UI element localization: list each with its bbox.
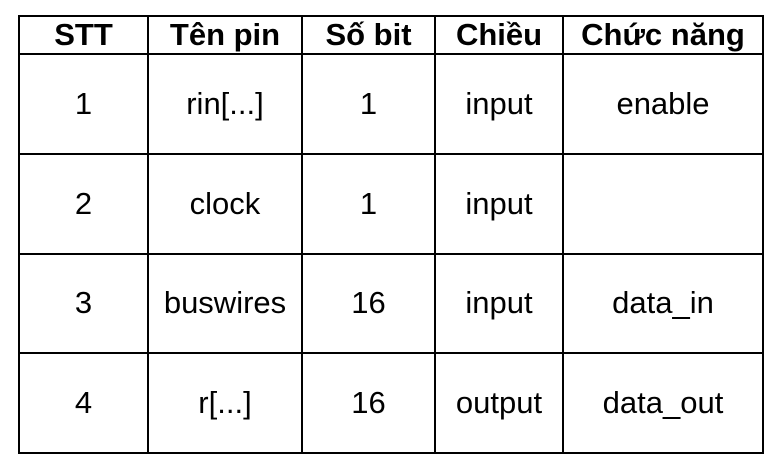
cell-function: enable <box>562 53 764 155</box>
cell-direction: input <box>434 252 564 355</box>
table-row: 3 buswires 16 input data_in <box>18 252 764 355</box>
header-pin-name: Tên pin <box>147 15 303 55</box>
cell-direction: output <box>434 352 564 454</box>
cell-pin-name: rin[...] <box>147 53 303 155</box>
cell-direction: input <box>434 152 564 255</box>
cell-pin-name: buswires <box>147 252 303 355</box>
pin-table: STT Tên pin Số bit Chiều Chức năng 1 rin… <box>18 15 764 454</box>
cell-bit-count: 1 <box>301 152 436 255</box>
cell-stt: 4 <box>18 352 149 454</box>
cell-bit-count: 16 <box>301 352 436 454</box>
cell-bit-count: 1 <box>301 53 436 155</box>
header-direction: Chiều <box>434 15 564 55</box>
cell-stt: 1 <box>18 53 149 155</box>
cell-bit-count: 16 <box>301 252 436 355</box>
cell-stt: 2 <box>18 152 149 255</box>
header-function: Chức năng <box>562 15 764 55</box>
header-bit-count: Số bit <box>301 15 436 55</box>
cell-stt: 3 <box>18 252 149 355</box>
cell-pin-name: r[...] <box>147 352 303 454</box>
pin-table-container: STT Tên pin Số bit Chiều Chức năng 1 rin… <box>18 15 764 454</box>
table-row: 2 clock 1 input <box>18 152 764 255</box>
cell-function: data_in <box>562 252 764 355</box>
table-row: 1 rin[...] 1 input enable <box>18 53 764 155</box>
cell-function <box>562 152 764 255</box>
cell-pin-name: clock <box>147 152 303 255</box>
table-row: 4 r[...] 16 output data_out <box>18 352 764 454</box>
header-stt: STT <box>18 15 149 55</box>
cell-direction: input <box>434 53 564 155</box>
table-header-row: STT Tên pin Số bit Chiều Chức năng <box>18 15 764 55</box>
cell-function: data_out <box>562 352 764 454</box>
